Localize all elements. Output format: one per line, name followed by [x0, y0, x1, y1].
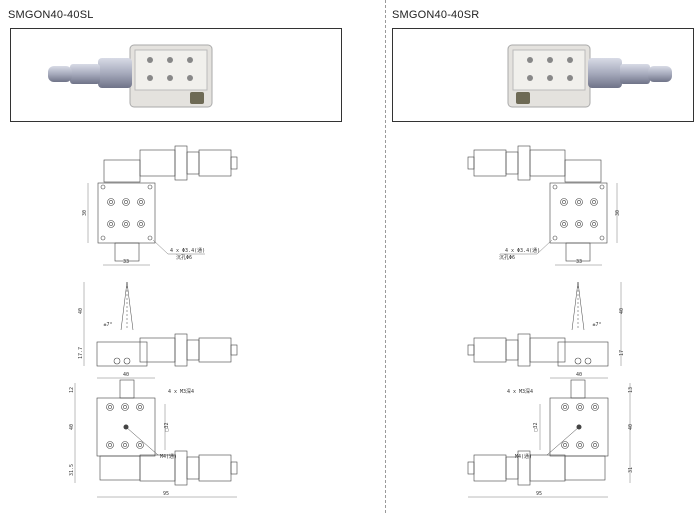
- dimension-top-width-left: 33: [123, 259, 129, 265]
- dimension-side-thickness-left: 17.7: [78, 347, 84, 359]
- product-title-left: SMGON40-40SL: [8, 9, 94, 21]
- dimension-tilt-angle-left: ±7°: [103, 322, 112, 328]
- drawing-left: [74, 145, 238, 498]
- dimension-tilt-angle-right: ±7°: [592, 322, 601, 328]
- dimension-side-thickness-right: 17: [619, 350, 625, 356]
- dimension-front-height-left: 40: [69, 424, 75, 430]
- dimension-front-bottom-left: 31.5: [69, 464, 75, 476]
- product-title-right: SMGON40-40SR: [392, 9, 480, 21]
- dimension-front-height-right: 40: [628, 424, 634, 430]
- dimension-top-height-left: 30: [82, 210, 88, 216]
- column-divider: [385, 0, 386, 513]
- stage-photo-right: [507, 44, 672, 108]
- dimension-side-height-left: 40: [78, 308, 84, 314]
- dimension-top-height-right: 30: [615, 210, 621, 216]
- dimension-center-tap-left: M4(通): [160, 453, 177, 460]
- dimension-front-top-left: 12: [69, 387, 75, 393]
- dimension-center-tap-right: M4(通): [515, 453, 532, 460]
- dimension-overall-length-left: 95: [163, 491, 169, 497]
- dimension-counterbore-note-left: 沉孔Φ6: [176, 254, 192, 261]
- dimension-square-left: □32: [164, 422, 170, 431]
- dimension-front-bottom-right: 31: [628, 467, 634, 473]
- dimension-side-height-right: 40: [619, 308, 625, 314]
- dimension-tap-note-left: 4 x M3深4: [168, 388, 194, 395]
- dimension-front-width-right: 40: [576, 372, 582, 378]
- dimension-hole-note-right: 4 x Φ3.4(通): [505, 247, 540, 254]
- dimension-counterbore-note-right: 沉孔Φ6: [499, 254, 515, 261]
- dimension-overall-length-right: 95: [536, 491, 542, 497]
- dimension-front-width-left: 40: [123, 372, 129, 378]
- dimension-tap-note-right: 4 x M3深4: [507, 388, 533, 395]
- drawing-right: [467, 145, 631, 498]
- dimension-top-width-right: 33: [576, 259, 582, 265]
- dimension-square-right: □32: [533, 422, 539, 431]
- stage-photo-left: [48, 44, 213, 108]
- dimension-hole-note-left: 4 x Φ3.4(通): [170, 247, 205, 254]
- dimension-front-top-right: 13: [628, 387, 634, 393]
